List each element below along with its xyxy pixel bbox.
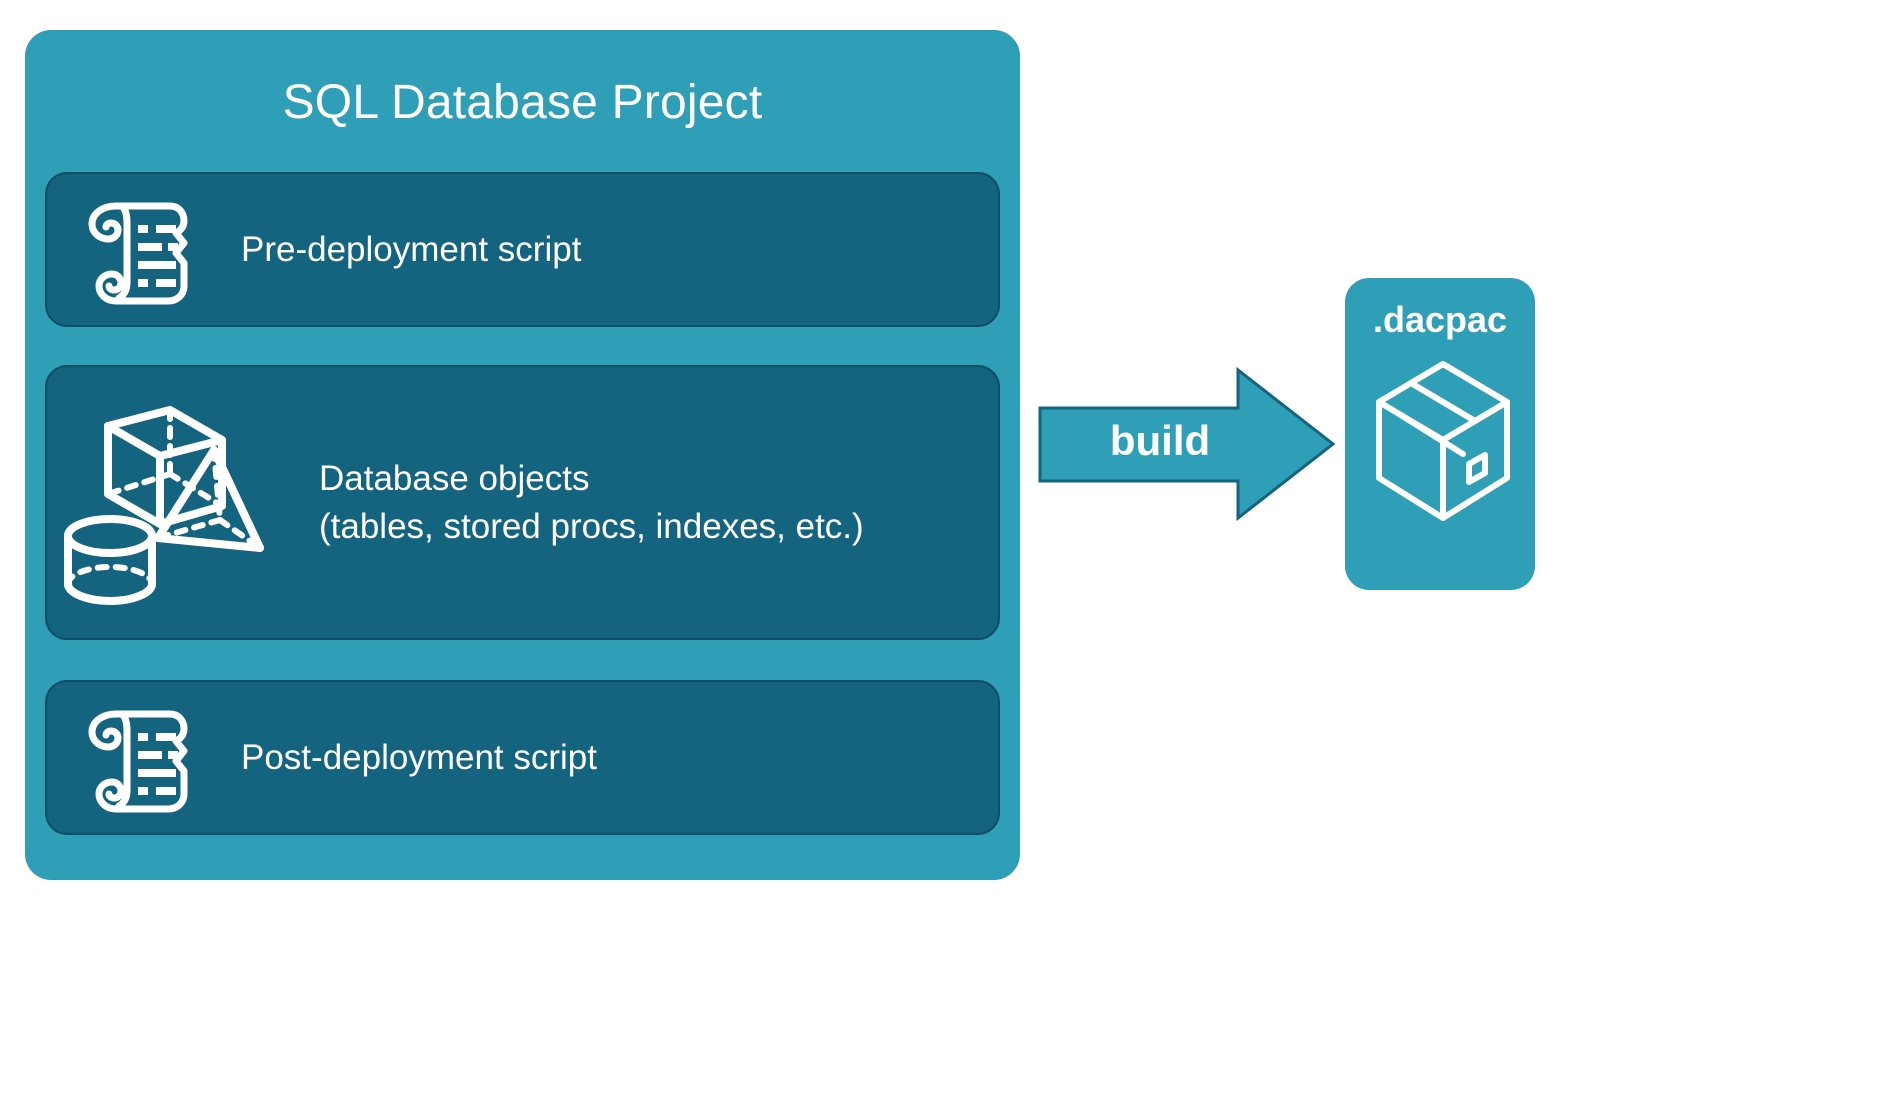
page-title: SQL Database Project [282,76,763,129]
sql-database-project-card: SQL Database Project [25,30,1020,880]
scroll-icon [63,191,213,309]
scroll-icon [63,699,213,817]
panel-database-objects[interactable]: Database objects (tables, stored procs, … [45,365,1000,640]
pyramid-icon [154,445,264,552]
panel-database-objects-label: Database objects (tables, stored procs, … [319,458,864,546]
dacpac-output-card: .dacpac [1345,278,1535,590]
build-arrow [1038,366,1336,522]
panel-pre-deployment-label: Pre-deployment script [241,229,582,269]
package-box-icon [1373,360,1513,521]
cube-icon [104,405,226,528]
panel-pre-deployment[interactable]: Pre-deployment script [45,172,1000,327]
panel-post-deployment[interactable]: Post-deployment script [45,680,1000,835]
cylinder-icon [64,514,156,605]
3d-shapes-icon [57,388,297,618]
dacpac-title: .dacpac [1372,299,1508,340]
panel-post-deployment-label: Post-deployment script [241,737,597,777]
